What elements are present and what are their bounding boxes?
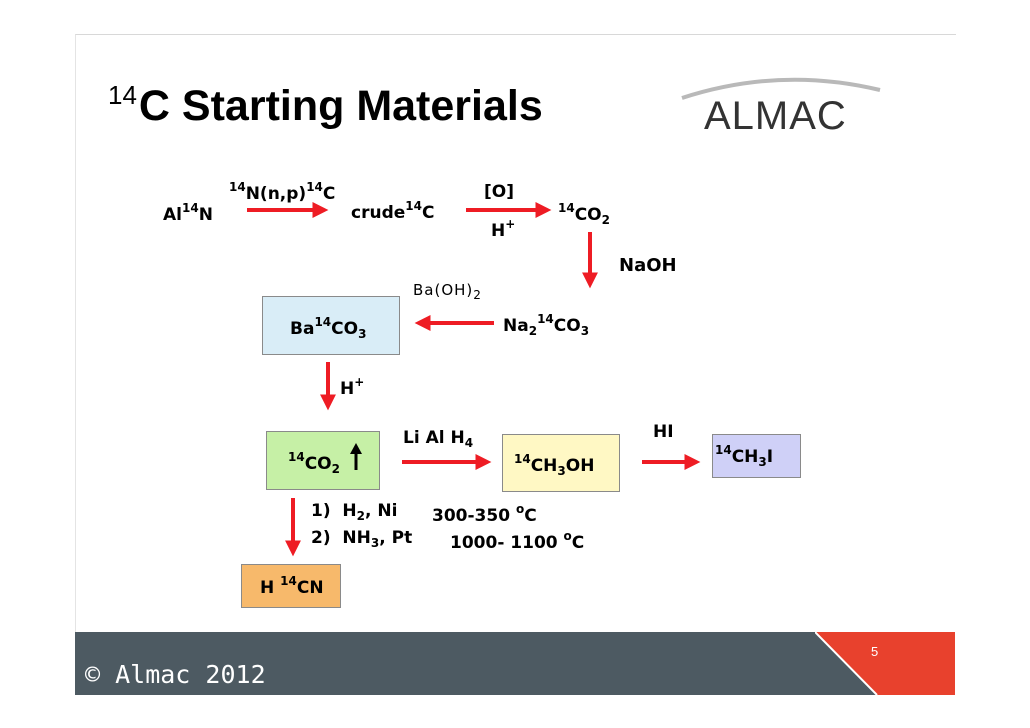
title-isotope: 14 [108,80,137,110]
page-number: 5 [871,644,879,659]
slide-frame [75,34,956,635]
reagent-hi: HI [653,422,674,442]
footer-bar: © Almac 2012 5 [75,632,955,695]
compound-ch3oh: 14CH3OH [514,452,595,478]
ch3oh-box [502,434,620,492]
compound-baco3: Ba14CO3 [290,315,367,341]
reagent-step1-temp: 300-350 oC [432,502,537,526]
synthesis-diagram [148,152,808,617]
baco3-box [262,296,400,355]
reagent-baoh2: Ba(OH)2 [413,281,482,302]
hcn-box [241,564,341,608]
compound-na2co3: Na214CO3 [503,312,590,338]
copyright-text: © Almac 2012 [85,660,266,689]
reagent-step1: 1) H2, Ni [311,501,398,523]
reagent-naoh: NaOH [619,255,677,276]
title-text: C Starting Materials [138,82,543,130]
logo-swoosh [681,77,881,100]
footer-accent [815,632,955,695]
compound-crude14c: crude14C [351,199,435,223]
compound-al14n: Al14N [163,201,213,225]
reagent-nuclear: 14N(n,p)14C [229,180,336,204]
reagent-lialh4: Li Al H4 [403,428,474,450]
reagent-step2-temp: 1000- 1100 oC [450,529,585,553]
reagent-step2: 2) NH3, Pt [311,528,413,550]
reagent-oxidation-top: [O] [484,182,514,202]
reagent-oxidation-bottom: H+ [491,217,516,241]
compound-hcn: H 14CN [260,574,324,598]
slide-title: 14C Starting Materials [108,82,543,128]
reagent-acid: H+ [340,375,365,399]
compound-ch3i: 14CH3I [715,443,774,469]
ch3i-box [712,434,801,478]
co2-gas-box [266,431,380,490]
gas-evolution-head [350,443,362,454]
compound-co2-gas: 14CO2 [288,450,340,476]
logo-text: ALMAC [704,94,847,138]
compound-co2: 14CO2 [558,201,610,227]
